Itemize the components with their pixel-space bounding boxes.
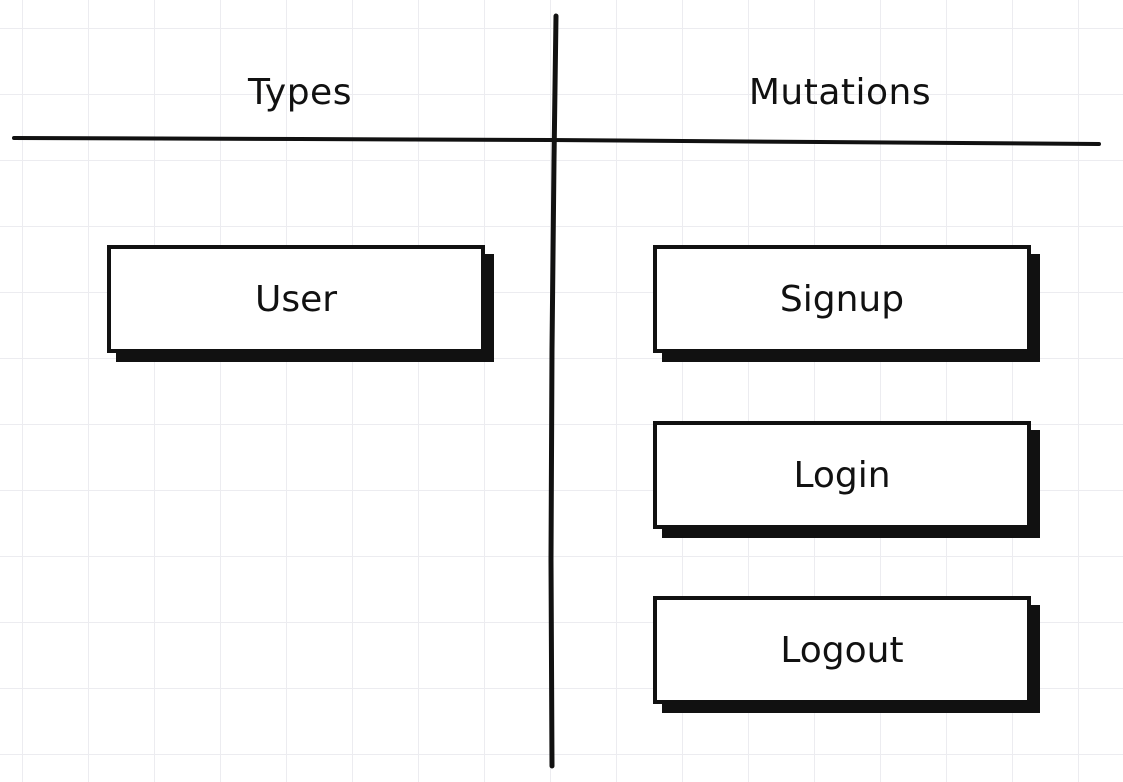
header-divider-line (12, 136, 1101, 146)
signup-mutation-box: Signup (653, 245, 1031, 353)
signup-mutation-label: Signup (779, 278, 905, 320)
login-mutation-box: Login (653, 421, 1031, 529)
login-mutation-label: Login (793, 454, 891, 496)
column-divider-line (548, 13, 559, 769)
logout-mutation-label: Logout (780, 629, 904, 671)
mutations-heading: Mutations (748, 72, 932, 113)
logout-mutation-box: Logout (653, 596, 1031, 704)
user-type-label: User (254, 278, 338, 320)
types-heading: Types (248, 72, 352, 113)
user-type-box: User (107, 245, 485, 353)
